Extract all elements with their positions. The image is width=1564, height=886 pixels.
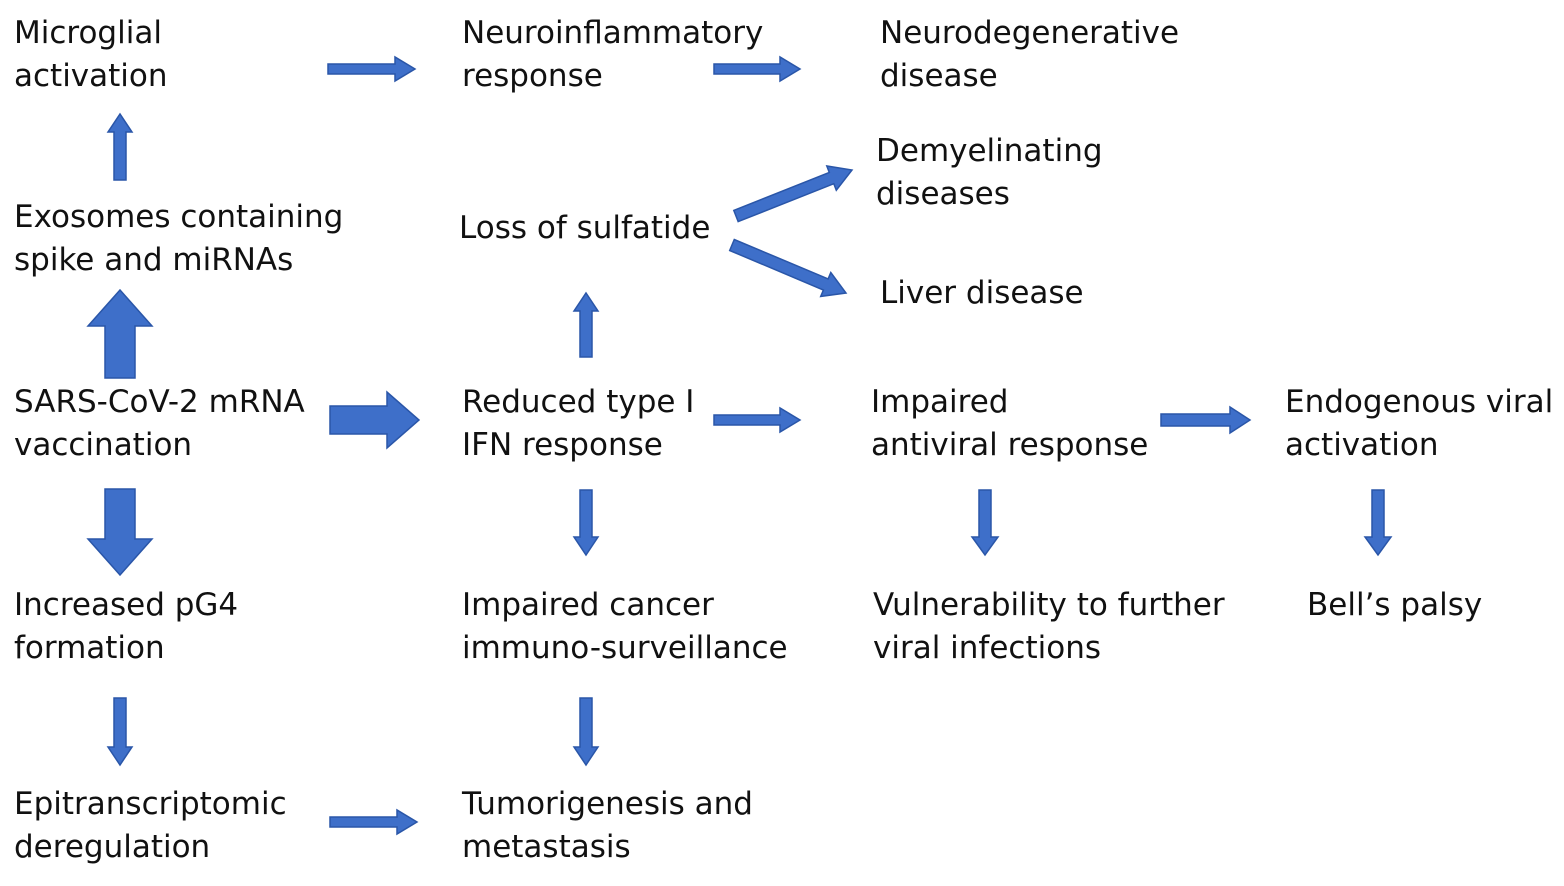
node-line: Demyelinating	[876, 133, 1103, 169]
arrow-microglial-to-neuroinflammatory	[327, 55, 417, 83]
node-impaired-cancer-surveillance: Impaired cancer immuno-surveillance	[462, 584, 788, 670]
arrow-endogenous-to-bells	[1363, 489, 1393, 557]
node-demyelinating-diseases: Demyelinating diseases	[876, 130, 1103, 216]
node-line: metastasis	[462, 829, 631, 865]
node-line: deregulation	[14, 829, 211, 865]
node-endogenous-viral-activation: Endogenous viral activation	[1285, 381, 1553, 467]
arrow-ifn-to-antiviral	[713, 406, 802, 434]
node-line: spike and miRNAs	[14, 242, 294, 278]
node-line: Tumorigenesis and	[462, 786, 753, 822]
node-line: activation	[14, 58, 168, 94]
node-tumorigenesis-metastasis: Tumorigenesis and metastasis	[462, 783, 753, 869]
arrow-neuroinflammatory-to-neurodegenerative	[713, 55, 802, 83]
node-reduced-ifn-response: Reduced type I IFN response	[462, 381, 694, 467]
node-line: Neuroinflammatory	[462, 15, 764, 51]
node-line: Reduced type I	[462, 384, 695, 420]
node-line: antiviral response	[871, 427, 1149, 463]
node-line: immuno-surveillance	[462, 630, 788, 666]
node-epitranscriptomic-deregulation: Epitranscriptomic deregulation	[14, 783, 287, 869]
node-increased-pg4-formation: Increased pG4 formation	[14, 584, 238, 670]
arrow-sulfatide-to-liver	[728, 238, 848, 298]
node-line: Exosomes containing	[14, 199, 344, 235]
node-line: Impaired cancer	[462, 587, 714, 623]
node-line: SARS-CoV-2 mRNA	[14, 384, 305, 420]
arrow-vaccination-to-ifn	[329, 390, 421, 450]
node-line: vaccination	[14, 427, 193, 463]
node-vulnerability-viral-infections: Vulnerability to further viral infection…	[873, 584, 1225, 670]
arrow-ifn-to-cancer	[572, 489, 600, 557]
node-line: Vulnerability to further	[873, 587, 1225, 623]
arrow-antiviral-to-vulnerability	[970, 489, 1000, 557]
node-line: Bell’s palsy	[1307, 587, 1483, 623]
arrow-vaccination-to-exosomes	[86, 288, 154, 379]
arrow-vaccination-to-pg4	[86, 488, 154, 577]
node-neurodegenerative-disease: Neurodegenerative disease	[880, 12, 1179, 98]
node-neuroinflammatory-response: Neuroinflammatory response	[462, 12, 763, 98]
arrow-cancer-to-tumorigenesis	[572, 697, 600, 767]
node-line: viral infections	[873, 630, 1101, 666]
node-line: Liver disease	[880, 275, 1084, 311]
arrow-ifn-to-sulfatide	[572, 291, 600, 358]
node-mrna-vaccination: SARS-CoV-2 mRNA vaccination	[14, 381, 305, 467]
node-exosomes: Exosomes containing spike and miRNAs	[14, 196, 343, 282]
node-line: Endogenous viral	[1285, 384, 1554, 420]
arrow-pg4-to-epitranscriptomic	[106, 697, 134, 767]
node-line: Neurodegenerative	[880, 15, 1180, 51]
node-impaired-antiviral-response: Impaired antiviral response	[871, 381, 1148, 467]
node-line: IFN response	[462, 427, 663, 463]
node-line: Impaired	[871, 384, 1009, 420]
node-liver-disease: Liver disease	[880, 272, 1084, 315]
node-microglial-activation: Microglial activation	[14, 12, 168, 98]
node-line: Increased pG4	[14, 587, 239, 623]
node-loss-of-sulfatide: Loss of sulfatide	[459, 207, 710, 250]
node-line: disease	[880, 58, 998, 94]
node-line: activation	[1285, 427, 1439, 463]
node-bells-palsy: Bell’s palsy	[1307, 584, 1482, 627]
arrow-sulfatide-to-demyelinating	[732, 165, 854, 223]
node-line: diseases	[876, 176, 1010, 212]
node-line: formation	[14, 630, 165, 666]
node-line: Epitranscriptomic	[14, 786, 287, 822]
arrow-exosomes-to-microglial	[106, 112, 134, 181]
node-line: Microglial	[14, 15, 162, 51]
node-line: response	[462, 58, 603, 94]
arrow-epitranscriptomic-to-tumorigenesis	[329, 808, 419, 836]
arrow-antiviral-to-endogenous	[1160, 405, 1252, 435]
node-line: Loss of sulfatide	[459, 210, 711, 246]
